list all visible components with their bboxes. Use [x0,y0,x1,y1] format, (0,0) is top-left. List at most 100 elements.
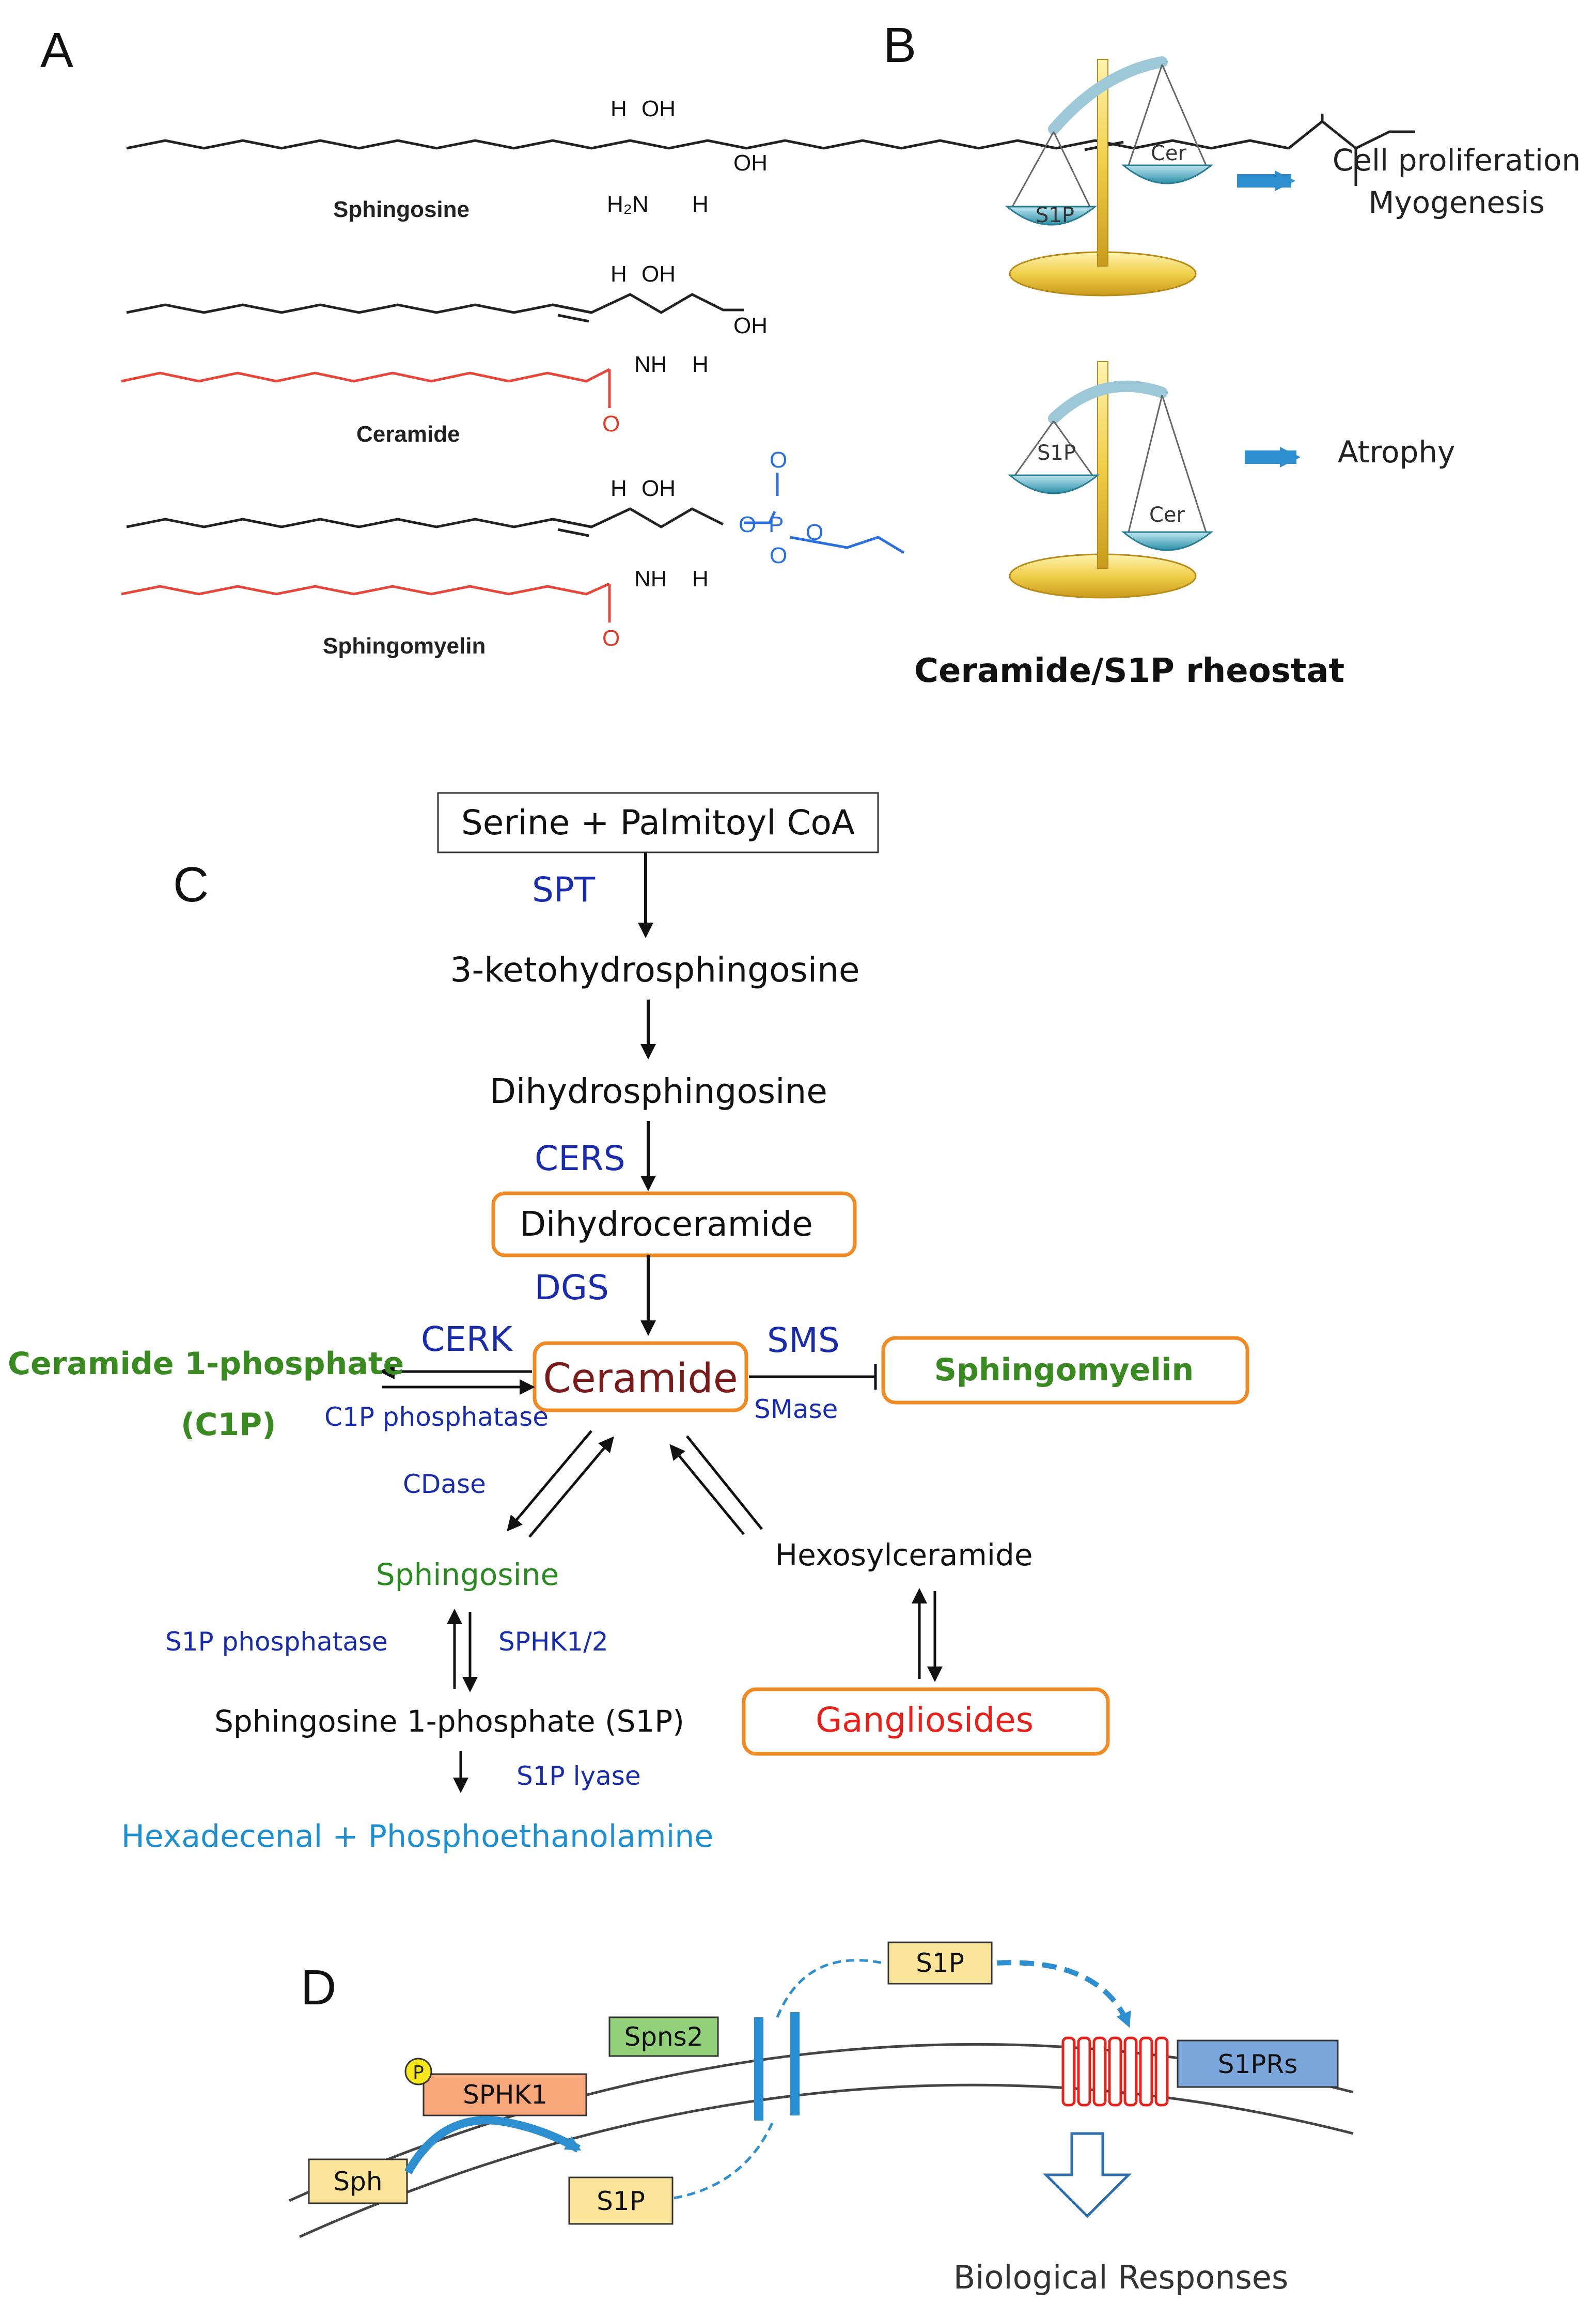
enzyme-dgs: DGS [535,1268,609,1307]
metabolite-sphingomyelin: Sphingomyelin [934,1352,1194,1388]
pan-string [1014,421,1055,476]
panel-c-letter: C [173,857,209,912]
atom-nh: NH [634,566,667,591]
pan-string [1161,395,1207,533]
enzyme-sphk: SPHK1/2 [498,1627,608,1657]
phosphorylation-arrow [404,2116,582,2174]
pan-label-s1p: S1P [1036,204,1074,227]
atom-h: H [611,476,627,501]
metabolite-hexosylceramide: Hexosylceramide [775,1537,1032,1572]
atom-o-minus: O [770,543,787,568]
start-substrates: Serine + Palmitoyl CoA [461,803,855,843]
start-box [437,792,879,853]
sphingomyelin-box [881,1336,1249,1405]
receptor-helix [1154,2036,1169,2107]
sphingomyelin-double-bond [557,528,589,537]
sphk1-box [423,2073,587,2116]
enzyme-cers: CERS [535,1139,625,1178]
pan-label-s1p: S1P [1037,441,1076,465]
pan-label-cer: Cer [1149,503,1185,527]
metabolite-ceramide: Ceramide [543,1356,738,1402]
arrow-sphingosine-to-ceramide [528,1436,614,1538]
spns2-label: Spns2 [624,2022,703,2052]
atom-oh-terminal: OH [733,313,768,338]
ceramide-double-bond [557,314,589,323]
pan-left [1007,474,1100,494]
ceramide-box [533,1341,748,1412]
pan-right [1121,531,1214,551]
sphingomyelin-label: Sphingomyelin [323,633,486,659]
pan-string [1053,421,1093,476]
panel-c: C Serine + Palmitoyl CoA SPT 3-ketohydro… [8,792,1249,1855]
outcome-proliferation: Cell proliferation [1333,143,1581,178]
sph-box [308,2158,408,2204]
receptor-helix [1092,2036,1107,2107]
export-path-dashed [776,1959,884,2018]
metabolite-c1p-abbr: (C1P) [181,1407,276,1443]
phosphate-marker [404,2058,432,2085]
atom-h: H [611,96,627,121]
enzyme-c1p-phosphatase: C1P phosphatase [324,1402,549,1432]
receptor-helix [1061,2036,1076,2107]
pan-string [1128,64,1163,166]
s1p-to-transporter-path [674,2122,774,2200]
enzyme-s1p-lyase: S1P lyase [517,1761,641,1791]
pan-right [1121,164,1214,184]
arrow-ceramide-to-hexosyl [686,1435,763,1530]
outcome-myogenesis: Myogenesis [1368,185,1544,220]
sphingomyelin-structure: H OH NH H O O P O O O Sphingomyelin [121,447,905,659]
ceramide-headgroup-bonds [552,293,744,314]
scale-beam [1048,56,1168,135]
atom-h: H [611,261,627,287]
pan-string [1011,131,1055,207]
metabolite-dihydroceramide: Dihydroceramide [520,1204,813,1244]
s1p-intracellular-box [568,2176,674,2225]
ceramide-sphingoid-chain [126,303,592,314]
ceramide-structure: H OH OH NH H O Ceramide [121,261,768,447]
metabolite-ceramide-1-phosphate: Ceramide 1-phosphate [8,1346,404,1382]
choline-bonds [790,536,905,554]
sphingosine-chain [126,139,1289,150]
s1prs-box [1177,2039,1339,2088]
receptor-helix [1139,2036,1153,2107]
atom-oh: OH [641,261,676,287]
response-arrow [1042,2132,1132,2218]
atom-nh: NH [634,352,667,377]
phosphate-link-bond [744,510,776,524]
spns2-channel-right [790,2012,800,2115]
s1p-extracellular-box [887,1941,993,1985]
atom-o-link: O [739,512,756,537]
sph-label: Sph [333,2167,382,2197]
sphingomyelin-fatty-acid-chain [121,582,611,596]
atom-oh-terminal: OH [733,150,768,176]
panel-b: B S1P Cer Cell proliferation Myogenesis [883,18,1581,690]
spns2-channel-left [754,2017,763,2121]
sphingosine-structure: H OH OH H₂N H Sphingosine [126,96,1415,222]
arrow-cdase [507,1430,592,1532]
atom-oh: OH [641,96,676,121]
s1p-to-receptor-arrow [996,1960,1131,2028]
ceramide-fatty-acid-chain [121,368,611,383]
degradation-products: Hexadecenal + Phosphoethanolamine [121,1818,714,1855]
metabolite-dihydrosphingosine: Dihydrosphingosine [490,1071,827,1111]
scale-post [1097,361,1108,569]
atom-oh: OH [641,476,676,501]
sphingosine-label: Sphingosine [333,197,470,222]
atom-h-lower: H [692,192,709,217]
dihydroceramide-box [491,1191,857,1257]
panel-d: D Spns2 S1P S1PRs SPHK1 P [288,1941,1354,2296]
arrow-hexosyl-to-ceramide [669,1444,745,1535]
membrane-inner [299,2083,1354,2238]
outcome-atrophy: Atrophy [1338,434,1455,470]
gangliosides-box [742,1687,1110,1756]
scale-post [1097,59,1108,267]
phosphate-marker-label: P [413,2062,424,2083]
pan-string [1053,131,1091,207]
panel-a-letter: A [40,23,73,78]
s1pr-receptor [1061,2036,1169,2107]
s1p-intracellular-label: S1P [597,2186,645,2216]
pan-left [1005,206,1098,226]
atom-o-carbonyl: O [602,411,620,437]
scale-beam [1048,380,1168,424]
enzyme-cerk: CERK [421,1319,513,1359]
